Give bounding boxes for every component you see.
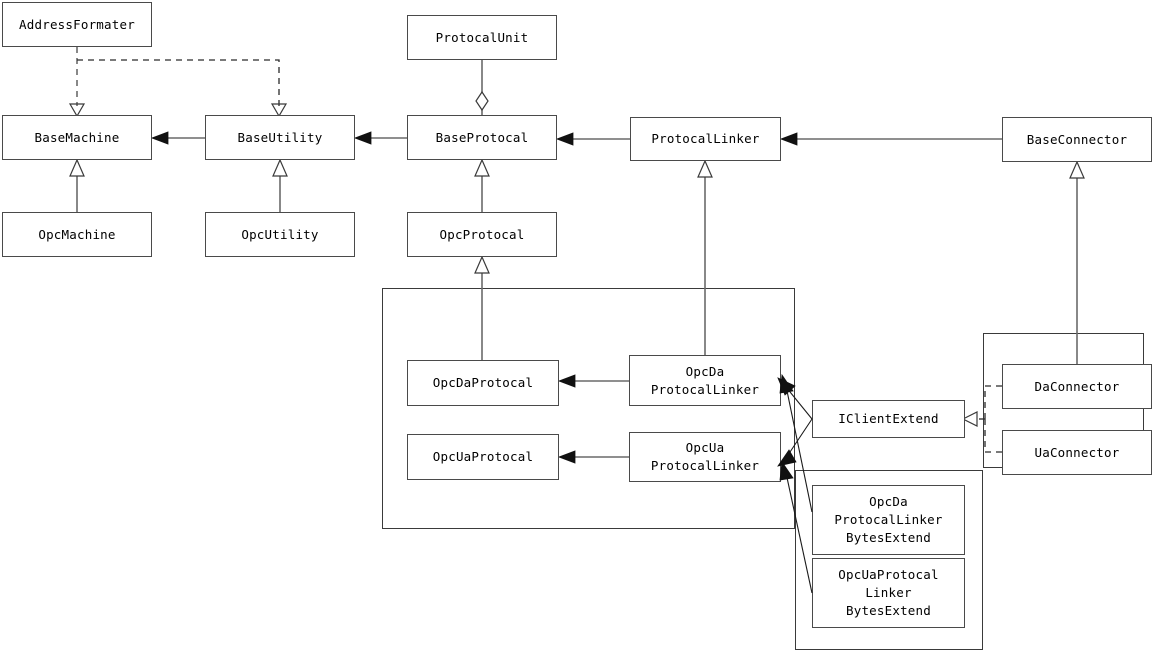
class-box-uaconnector[interactable]: UaConnector (1002, 430, 1152, 475)
class-box-opcuaprotocallinker[interactable]: OpcUa ProtocalLinker (629, 432, 781, 482)
arrowhead-basemachine (150, 131, 169, 145)
edge-dabytesextend-opcdalinker (785, 385, 813, 513)
class-box-protocallinker[interactable]: ProtocalLinker (630, 117, 781, 161)
edge-uabytesextend-opcualinker (785, 472, 813, 594)
realization-triangle-iclientextend (961, 411, 978, 427)
class-box-iclientextend[interactable]: IClientExtend (812, 400, 965, 438)
arrowhead-open-basemachine (68, 103, 86, 118)
inheritance-triangle-baseutility (272, 158, 288, 177)
group-box-protocal (382, 288, 795, 529)
class-box-baseconnector[interactable]: BaseConnector (1002, 117, 1152, 162)
inheritance-triangle-protocallinker (697, 159, 713, 178)
arrowhead-opcualinker-from-iclient (777, 449, 797, 467)
group-box-extend (795, 470, 983, 650)
edge-addressformater-baseutility (77, 59, 280, 106)
inheritance-triangle-basemachine (69, 158, 85, 177)
class-box-opcutility[interactable]: OpcUtility (205, 212, 355, 257)
edge-daconnector-iclientextend (984, 385, 1002, 419)
class-box-protocalunit[interactable]: ProtocalUnit (407, 15, 557, 60)
class-box-opcuaprotocal[interactable]: OpcUaProtocal (407, 434, 559, 480)
arrowhead-open-baseutility (270, 103, 288, 118)
class-box-opcdaprotocallinkerbytesextend[interactable]: OpcDa ProtocalLinker BytesExtend (812, 485, 965, 555)
arrowhead-opcualinker-from-uabytes (779, 460, 794, 481)
inheritance-triangle-baseprotocal (474, 158, 490, 177)
class-box-opcdaprotocal[interactable]: OpcDaProtocal (407, 360, 559, 406)
arrowhead-opcdalinker-from-dabytes (779, 373, 794, 394)
arrowhead-opcdaprotocal (557, 374, 576, 388)
edge-uaconnector-iclientextend (984, 419, 1002, 453)
class-box-baseprotocal[interactable]: BaseProtocal (407, 115, 557, 160)
class-box-basemachine[interactable]: BaseMachine (2, 115, 152, 160)
arrowhead-opcuaprotocal (557, 450, 576, 464)
class-box-opcprotocal[interactable]: OpcProtocal (407, 212, 557, 257)
class-box-addressformater[interactable]: AddressFormater (2, 2, 152, 47)
aggregation-diamond-baseprotocal (475, 90, 489, 112)
inheritance-triangle-opcprotocal (474, 255, 490, 274)
class-box-opcmachine[interactable]: OpcMachine (2, 212, 152, 257)
inheritance-triangle-baseconnector (1069, 160, 1085, 179)
arrowhead-baseprotocal (555, 132, 574, 146)
edge-iclientextend-opcdalinker (785, 386, 813, 420)
class-box-opcdaprotocallinker[interactable]: OpcDa ProtocalLinker (629, 355, 781, 406)
arrowhead-baseutility (353, 131, 372, 145)
class-box-daconnector[interactable]: DaConnector (1002, 364, 1152, 409)
class-box-opcuaprotocallinkerbytesextend[interactable]: OpcUaProtocal Linker BytesExtend (812, 558, 965, 628)
arrowhead-protocallinker (779, 132, 798, 146)
class-box-baseutility[interactable]: BaseUtility (205, 115, 355, 160)
